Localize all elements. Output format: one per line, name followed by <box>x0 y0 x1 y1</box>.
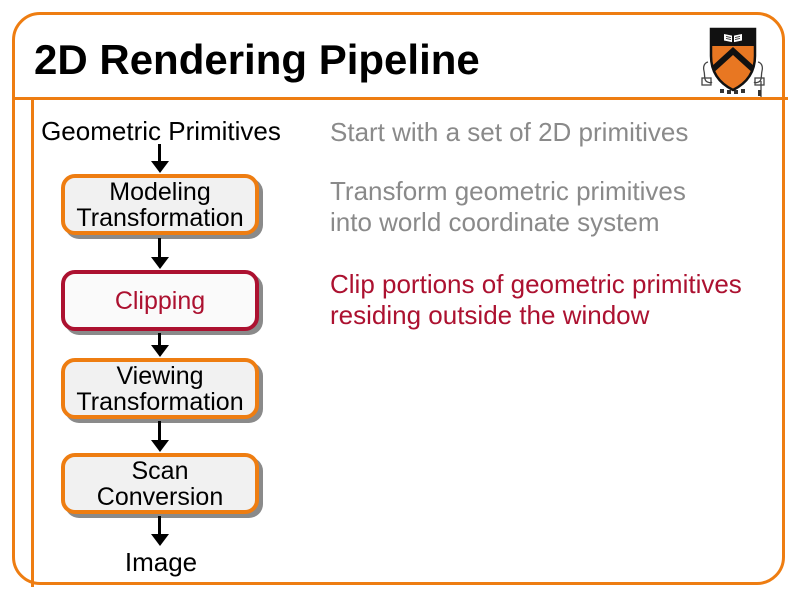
left-border-rule <box>31 99 34 587</box>
arrow-down-icon <box>151 333 169 357</box>
princeton-shield-logo <box>701 27 765 97</box>
arrow-down-icon <box>151 516 169 546</box>
flow-box-label-line: Transformation <box>76 203 244 232</box>
flow-box-label-line: Modeling <box>109 177 211 206</box>
note-line: Transform geometric primitives <box>330 176 686 206</box>
note-clipping: Clip portions of geometric primitives re… <box>330 269 770 331</box>
flow-box-label-line: Scan <box>131 456 189 485</box>
flow-box-scan-conversion: Scan Conversion <box>61 453 259 514</box>
flow-start-label: Geometric Primitives <box>41 116 281 146</box>
flow-box-modeling-transformation: Modeling Transformation <box>61 174 259 235</box>
note-line: residing outside the window <box>330 300 650 330</box>
flow-box-clipping: Clipping <box>61 270 259 331</box>
flow-box-label-line: Viewing <box>116 361 204 390</box>
note-modeling-transformation: Transform geometric primitives into worl… <box>330 176 770 238</box>
flow-box-label-line: Transformation <box>76 387 244 416</box>
title-separator-rule <box>12 97 788 100</box>
flow-box-viewing-transformation: Viewing Transformation <box>61 358 259 419</box>
slide-title: 2D Rendering Pipeline <box>34 36 480 83</box>
note-line: into world coordinate system <box>330 207 660 237</box>
note-line: Clip portions of geometric primitives <box>330 269 742 299</box>
arrow-down-icon <box>151 144 169 173</box>
arrow-down-icon <box>151 238 169 269</box>
note-line: Start with a set of 2D primitives <box>330 117 689 147</box>
flow-box-label-line: Conversion <box>96 482 224 511</box>
flow-box-label-line: Clipping <box>114 286 206 315</box>
slide-border-frame <box>12 12 785 585</box>
flow-end-label: Image <box>124 547 198 577</box>
note-start-primitives: Start with a set of 2D primitives <box>330 117 770 148</box>
arrow-down-icon <box>151 421 169 452</box>
